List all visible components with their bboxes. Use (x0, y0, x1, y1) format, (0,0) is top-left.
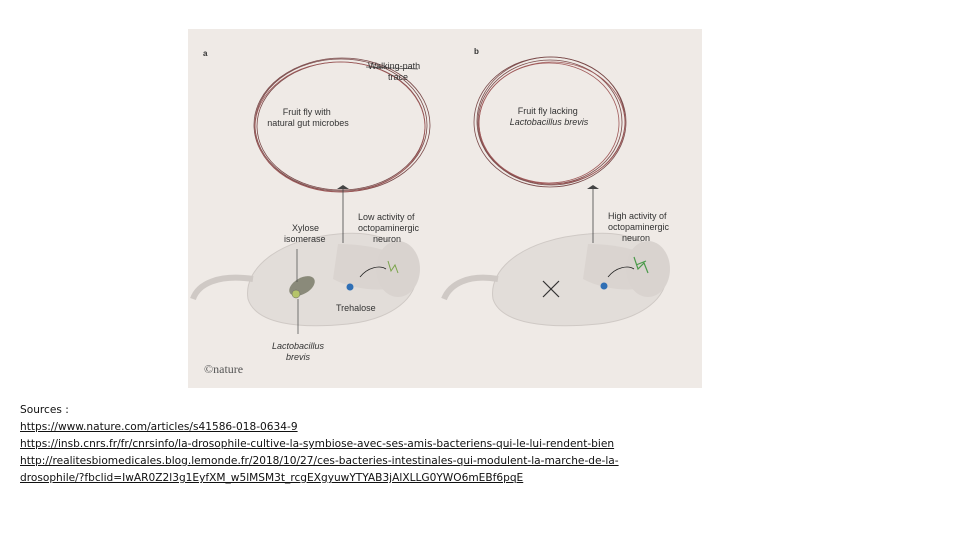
nature-logo: ©nature (204, 362, 243, 376)
panel-b-letter: b (474, 47, 479, 56)
lactobacillus-label: Lactobacillus brevis (272, 341, 327, 362)
trehalose-label: Trehalose (336, 303, 376, 313)
figure-panel: a b Walking-path trace Fruit fly with na… (188, 29, 702, 388)
xylose-isomerase-marker (292, 290, 300, 298)
sources-block: Sources : https://www.nature.com/article… (20, 402, 740, 487)
source-link-cnrs[interactable]: https://insb.cnrs.fr/fr/cnrsinfo/la-dros… (20, 436, 740, 453)
source-link-nature[interactable]: https://www.nature.com/articles/s41586-0… (20, 419, 740, 436)
panel-b-circle-label: Fruit fly lacking Lactobacillus brevis (510, 106, 589, 127)
trehalose-marker-b (601, 283, 608, 290)
xylose-isomerase-label: Xylose isomerase (284, 223, 326, 244)
trehalose-marker-a (347, 284, 354, 291)
walking-path-label: Walking-path trace (368, 61, 423, 82)
sources-heading: Sources : (20, 402, 740, 419)
source-link-lemonde[interactable]: http://realitesbiomedicales.blog.lemonde… (20, 453, 740, 470)
panel-a-circle-label: Fruit fly with natural gut microbes (267, 107, 349, 128)
fruit-fly-b (444, 233, 670, 325)
panel-a-letter: a (203, 49, 208, 58)
source-link-lemonde-continued[interactable]: drosophile/?fbclid=IwAR0Z2l3g1EyfXM_w5lM… (20, 470, 740, 487)
fruit-fly-diagram: a b Walking-path trace Fruit fly with na… (188, 29, 702, 388)
